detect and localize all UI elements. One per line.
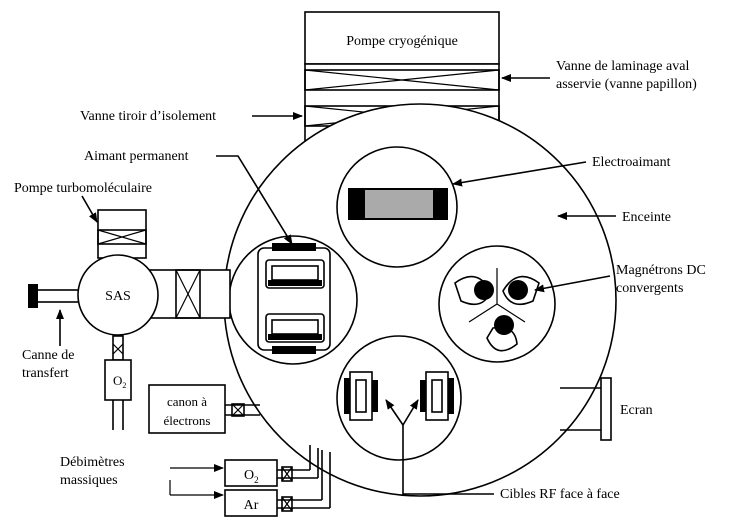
label-sas: SAS <box>105 289 131 304</box>
leader-pompe-turbo <box>81 195 98 223</box>
transfer-rod <box>35 289 85 303</box>
label-pompe-turbo: Pompe turbomoléculaire <box>14 181 152 196</box>
leader-electroaimant <box>452 161 587 187</box>
electromagnet-unit <box>336 146 458 268</box>
screen-port <box>560 377 612 441</box>
magnetrons-unit <box>438 245 556 363</box>
label-canon-1: canon à <box>167 394 207 409</box>
ar-flow-meter <box>224 489 278 517</box>
label-aimant-permanent: Aimant permanent <box>84 149 189 164</box>
label-canne-2: transfert <box>22 366 69 381</box>
label-ecran: Ecran <box>620 403 653 418</box>
turbo-pump <box>97 209 147 259</box>
permanent-magnet-unit <box>228 235 358 365</box>
label-canon-2: électrons <box>164 413 211 428</box>
mass-flow-meters <box>169 445 331 517</box>
label-vanne-laminage-2: asservie (vanne papillon) <box>556 77 697 92</box>
label-magnetrons-2: convergents <box>616 281 683 296</box>
label-o2-bottle: O2 <box>113 373 126 390</box>
label-magnetrons-1: Magnétrons DC <box>616 263 706 278</box>
label-electroaimant: Electroaimant <box>592 155 671 170</box>
label-ar-flow: Ar <box>244 498 259 513</box>
label-vanne-laminage-1: Vanne de laminage aval <box>556 59 689 74</box>
label-debitmetres-2: massiques <box>60 473 118 488</box>
load-lock <box>28 209 231 430</box>
throttle-valve <box>304 69 500 91</box>
label-debitmetres-1: Débimètres <box>60 455 125 470</box>
electron-gun <box>148 384 260 434</box>
label-enceinte: Enceinte <box>622 210 671 225</box>
o2-flow-meter <box>224 459 278 487</box>
label-canne-1: Canne de <box>22 348 74 363</box>
sas-chamber <box>77 254 159 336</box>
o2-bottle <box>104 359 132 401</box>
leader-magnetrons <box>534 275 611 293</box>
label-cibles-rf: Cibles RF face à face <box>500 487 620 502</box>
rf-targets-unit <box>336 335 462 461</box>
label-vanne-tiroir: Vanne tiroir d’isolement <box>80 109 216 124</box>
leader-aimant-permanent <box>216 155 293 245</box>
label-pompe-cryogenique: Pompe cryogénique <box>346 34 458 49</box>
leader-cibles-rf <box>402 425 494 495</box>
label-o2-flow: O2 <box>244 468 259 485</box>
